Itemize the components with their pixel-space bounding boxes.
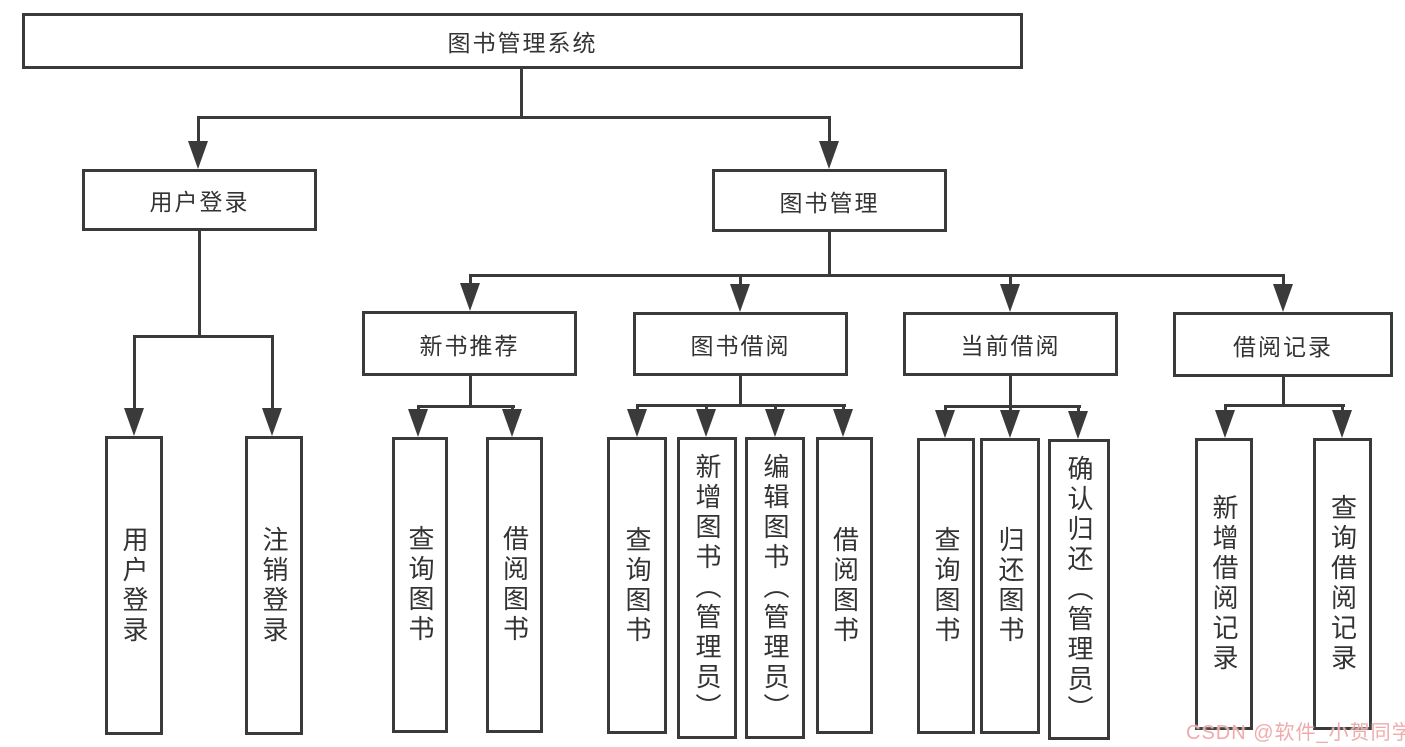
connector-book-borrow-rail xyxy=(636,404,846,407)
leaf-borrow-add-admin: 新增图书（管理员） xyxy=(677,437,737,739)
arrow-head xyxy=(460,283,480,311)
leaf-borrow-query: 查询图书 xyxy=(607,437,667,734)
node-label: 查询借阅记录 xyxy=(1327,494,1358,674)
csdn-watermark: CSDN @软件_小贺同学 xyxy=(1186,722,1405,744)
leaf-current-confirm-admin: 确认归还（管理员） xyxy=(1048,439,1110,740)
connector-new-book-rail xyxy=(417,405,515,408)
connector-level3-rail xyxy=(469,274,1285,277)
node-label: 用户登录 xyxy=(149,189,250,215)
node-book-borrow: 图书借阅 xyxy=(633,312,848,376)
node-current-borrow: 当前借阅 xyxy=(903,312,1118,376)
connector-drop xyxy=(1077,405,1080,413)
leaf-user-login: 用户登录 xyxy=(105,436,163,735)
node-borrow-record: 借阅记录 xyxy=(1173,312,1393,377)
connector-user-login-rail xyxy=(133,335,274,338)
node-label: 查询图书 xyxy=(405,525,435,645)
leaf-borrow-borrow: 借阅图书 xyxy=(816,437,873,734)
leaf-current-return: 归还图书 xyxy=(980,438,1040,734)
connector-drop-book-borrow xyxy=(739,274,742,287)
connector-drop-user-login xyxy=(197,116,200,143)
leaf-borrow-edit-admin: 编辑图书（管理员） xyxy=(745,437,805,739)
arrow-head xyxy=(1000,410,1020,438)
connector-drop xyxy=(636,404,639,412)
arrow-head xyxy=(188,141,208,169)
arrow-head xyxy=(408,409,428,437)
arrow-head xyxy=(1000,284,1020,312)
node-label: 归还图书 xyxy=(995,526,1025,646)
node-label: 借阅图书 xyxy=(829,525,860,646)
leaf-newbook-query: 查询图书 xyxy=(392,437,448,733)
node-new-book-rec: 新书推荐 xyxy=(362,311,577,376)
node-root: 图书管理系统 xyxy=(22,13,1023,69)
arrow-head xyxy=(1332,410,1352,438)
connector-drop-current-borrow xyxy=(1009,274,1012,287)
connector-book-mgmt-trunk xyxy=(828,232,831,277)
connector-borrow-record-trunk xyxy=(1282,377,1285,407)
arrow-head xyxy=(124,408,144,436)
connector-drop xyxy=(1224,404,1227,412)
node-label: 查询图书 xyxy=(622,525,652,646)
connector-borrow-record-rail xyxy=(1224,404,1345,407)
arrow-head xyxy=(696,409,716,437)
arrow-head xyxy=(627,409,647,437)
node-label: 注销登录 xyxy=(259,525,289,646)
connector-root-trunk xyxy=(520,69,523,119)
connector-drop xyxy=(1009,405,1012,413)
leaf-current-query: 查询图书 xyxy=(917,438,975,734)
connector-drop-leaf-logout xyxy=(271,335,274,411)
leaf-record-add: 新增借阅记录 xyxy=(1195,438,1253,730)
arrow-head xyxy=(819,141,839,169)
node-book-mgmt: 图书管理 xyxy=(712,169,947,232)
leaf-record-query: 查询借阅记录 xyxy=(1313,438,1372,730)
leaf-logout: 注销登录 xyxy=(245,436,303,735)
node-label: 新书推荐 xyxy=(419,332,520,359)
node-label: 图书管理系统 xyxy=(447,30,598,56)
node-label: 用户登录 xyxy=(119,525,149,646)
connector-drop-book-mgmt xyxy=(828,116,831,143)
node-label: 查询图书 xyxy=(931,526,961,646)
arrow-head xyxy=(1068,411,1088,439)
connector-book-borrow-trunk xyxy=(739,376,742,407)
node-label: 当前借阅 xyxy=(960,333,1061,359)
node-label: 确认归还（管理员） xyxy=(1064,454,1094,725)
arrow-head xyxy=(1215,410,1235,438)
arrow-head xyxy=(765,409,785,437)
connector-user-login-trunk xyxy=(198,231,201,338)
connector-drop-leaf-login xyxy=(133,335,136,411)
leaf-newbook-borrow: 借阅图书 xyxy=(486,437,543,733)
connector-new-book-trunk xyxy=(469,376,472,408)
connector-drop xyxy=(705,404,708,412)
arrow-head xyxy=(935,410,955,438)
node-user-login: 用户登录 xyxy=(82,169,317,231)
node-label: 新增借阅记录 xyxy=(1209,494,1239,674)
arrow-head xyxy=(833,409,853,437)
connector-drop-borrow-record xyxy=(1282,274,1285,287)
connector-current-borrow-trunk xyxy=(1009,376,1012,408)
connector-drop xyxy=(944,405,947,413)
node-label: 编辑图书（管理员） xyxy=(760,453,790,723)
connector-drop xyxy=(774,404,777,412)
connector-drop xyxy=(1341,404,1344,412)
connector-level2-rail xyxy=(197,116,831,119)
node-label: 新增图书（管理员） xyxy=(692,453,722,723)
node-label: 图书借阅 xyxy=(690,333,791,359)
node-label: 借阅图书 xyxy=(499,525,530,645)
arrow-head xyxy=(730,284,750,312)
arrow-head xyxy=(502,409,522,437)
arrow-head xyxy=(1273,284,1293,312)
connector-current-borrow-rail xyxy=(944,405,1081,408)
node-label: 借阅记录 xyxy=(1233,333,1333,360)
node-label: 图书管理 xyxy=(779,189,880,216)
arrow-head xyxy=(262,408,282,436)
connector-drop-new-book xyxy=(469,274,472,287)
connector-drop xyxy=(842,404,845,412)
